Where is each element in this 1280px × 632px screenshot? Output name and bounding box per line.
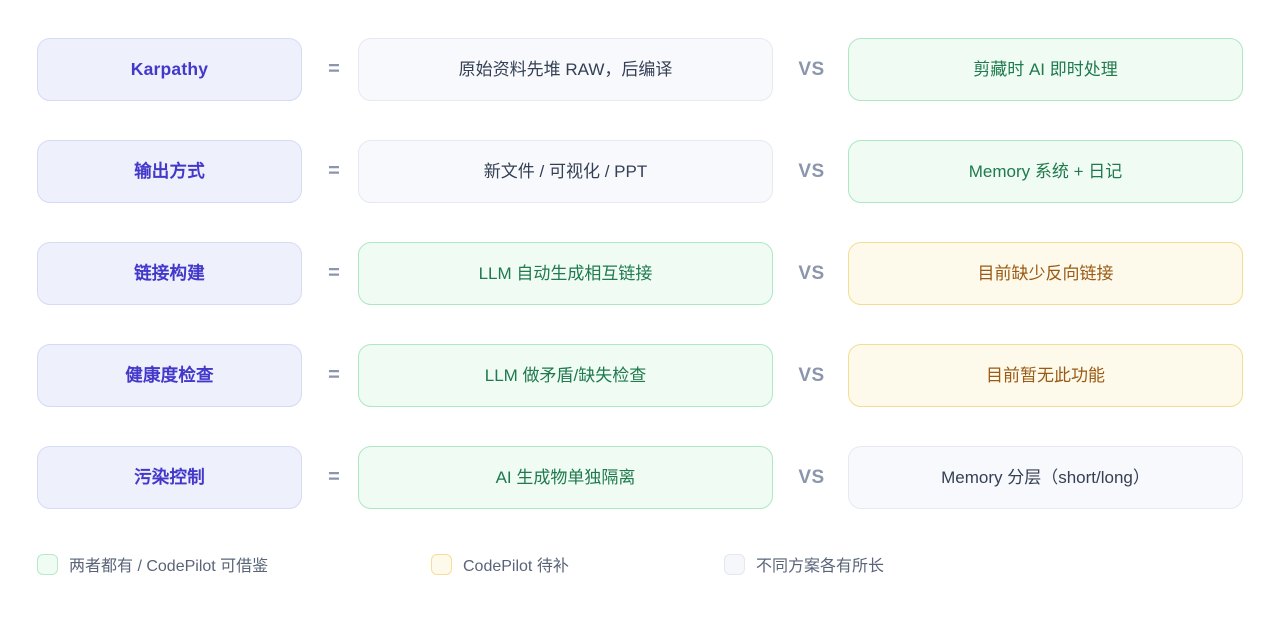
row-label-output-method[interactable]: 输出方式 — [37, 140, 302, 203]
equals-separator: = — [328, 466, 340, 488]
comparison-row: Karpathy = 原始资料先堆 RAW，后编译 VS 剪藏时 AI 即时处理 — [0, 38, 1280, 101]
equals-separator: = — [328, 364, 340, 386]
row-left-card[interactable]: LLM 做矛盾/缺失检查 — [358, 344, 773, 407]
versus-separator: VS — [798, 466, 825, 488]
row-right-card[interactable]: 目前暂无此功能 — [848, 344, 1243, 407]
row-right-card[interactable]: 剪藏时 AI 即时处理 — [848, 38, 1243, 101]
row-right-card[interactable]: Memory 系统 + 日记 — [848, 140, 1243, 203]
versus-separator: VS — [798, 262, 825, 284]
versus-separator: VS — [798, 364, 825, 386]
equals-separator: = — [328, 58, 340, 80]
comparison-row: 链接构建 = LLM 自动生成相互链接 VS 目前缺少反向链接 — [0, 242, 1280, 305]
comparison-rows: Karpathy = 原始资料先堆 RAW，后编译 VS 剪藏时 AI 即时处理… — [0, 38, 1280, 548]
legend-swatch-neutral-icon — [724, 553, 745, 575]
equals-separator: = — [328, 160, 340, 182]
row-label-health-check[interactable]: 健康度检查 — [37, 344, 302, 407]
legend-label: 不同方案各有所长 — [756, 558, 885, 575]
legend-label: 两者都有 / CodePilot 可借鉴 — [69, 558, 269, 575]
row-left-card[interactable]: 新文件 / 可视化 / PPT — [358, 140, 773, 203]
row-left-card[interactable]: AI 生成物单独隔离 — [358, 446, 773, 509]
equals-separator: = — [328, 262, 340, 284]
row-right-card[interactable]: Memory 分层（short/long） — [848, 446, 1243, 509]
legend-swatch-amber-icon — [431, 553, 452, 575]
legend-swatch-green-icon — [37, 553, 58, 575]
row-left-card[interactable]: 原始资料先堆 RAW，后编译 — [358, 38, 773, 101]
legend: 两者都有 / CodePilot 可借鉴 CodePilot 待补 不同方案各有… — [37, 552, 884, 576]
legend-item-codepilot-todo: CodePilot 待补 — [431, 552, 724, 576]
row-label-contamination-control[interactable]: 污染控制 — [37, 446, 302, 509]
comparison-row: 输出方式 = 新文件 / 可视化 / PPT VS Memory 系统 + 日记 — [0, 140, 1280, 203]
versus-separator: VS — [798, 160, 825, 182]
comparison-row: 健康度检查 = LLM 做矛盾/缺失检查 VS 目前暂无此功能 — [0, 344, 1280, 407]
legend-item-both-have: 两者都有 / CodePilot 可借鉴 — [37, 552, 431, 576]
versus-separator: VS — [798, 58, 825, 80]
row-right-card[interactable]: 目前缺少反向链接 — [848, 242, 1243, 305]
row-left-card[interactable]: LLM 自动生成相互链接 — [358, 242, 773, 305]
legend-item-different-strengths: 不同方案各有所长 — [724, 552, 884, 576]
legend-label: CodePilot 待补 — [463, 558, 569, 575]
row-label-karpathy[interactable]: Karpathy — [37, 38, 302, 101]
comparison-row: 污染控制 = AI 生成物单独隔离 VS Memory 分层（short/lon… — [0, 446, 1280, 509]
row-label-link-building[interactable]: 链接构建 — [37, 242, 302, 305]
